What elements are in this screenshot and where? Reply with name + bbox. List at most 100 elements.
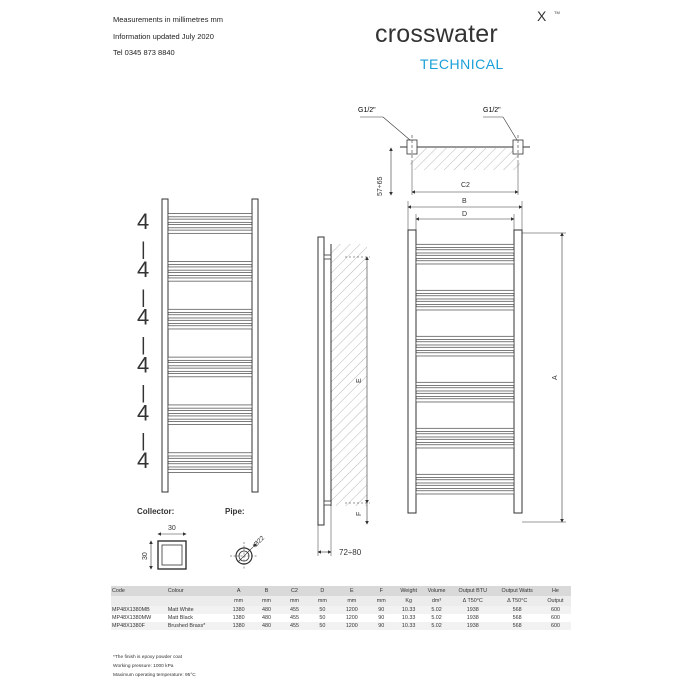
top-view xyxy=(360,116,530,196)
cell-weight: 10.33 xyxy=(401,615,416,621)
cell-e: 1200 xyxy=(336,606,368,614)
cell-a: 1380 xyxy=(224,606,253,614)
unit-cell: dm³ xyxy=(422,596,452,606)
header-d: D xyxy=(308,586,337,596)
unit-cell: mm xyxy=(280,596,309,606)
rail-group-count: 4 xyxy=(137,400,149,425)
specification-table: Code Colour A B C2 D E F Weight Volume O… xyxy=(111,586,571,630)
note-pressure: Working pressure: 1000 kPa xyxy=(113,664,174,669)
cell-f: 90 xyxy=(378,615,385,621)
cell-output-watts: 568 xyxy=(494,606,540,614)
rail-group-separator: | xyxy=(141,383,146,403)
cell-output-btu: 1938 xyxy=(451,622,495,630)
side-view xyxy=(317,236,370,556)
rail-bar xyxy=(167,373,253,378)
cell-code: MP48X1380F xyxy=(111,622,167,630)
label-b: B xyxy=(462,198,467,205)
info-telephone: Tel 0345 873 8840 xyxy=(113,48,175,57)
unit-cell: mm xyxy=(336,596,368,606)
rail-group-separator: | xyxy=(141,430,146,450)
rail-bar xyxy=(167,314,253,319)
table-units-row: mm mm mm mm mm mm Kg dm³ Δ T50°C Δ T50°C… xyxy=(111,596,571,606)
cell-c2: 455 xyxy=(280,622,309,630)
cell-e: 1200 xyxy=(336,622,368,630)
brand-trademark: TM xyxy=(554,10,560,15)
rail-group-labels: 4|4|4|4|4|4 xyxy=(137,209,149,473)
rail-bar xyxy=(167,362,253,367)
header-a: A xyxy=(224,586,253,596)
unit-cell: Kg xyxy=(395,596,423,606)
rail-bar xyxy=(415,490,515,495)
header-e: E xyxy=(336,586,368,596)
cell-colour: Matt White xyxy=(166,606,225,614)
unit-cell: mm xyxy=(224,596,253,606)
cell-weight: 10.33 xyxy=(395,622,423,630)
cell-f: 90 xyxy=(367,622,396,630)
rail-bar xyxy=(415,473,515,478)
rail-bar xyxy=(415,300,515,305)
rail-bar xyxy=(167,415,253,420)
rail-bar xyxy=(167,367,253,372)
pipe-section xyxy=(230,542,258,570)
rail-bar xyxy=(167,463,253,468)
cell-f: 90 xyxy=(367,606,396,614)
rail-group-count: 4 xyxy=(137,353,149,378)
front-view-rails xyxy=(167,213,253,473)
rail-group-count: 4 xyxy=(137,257,149,282)
rail-bar xyxy=(415,433,515,438)
label-wall-offset: 57÷65 xyxy=(377,176,384,196)
info-updated: Information updated July 2020 xyxy=(113,32,214,41)
rail-bar xyxy=(167,218,253,223)
cell-colour: Brushed Brass* xyxy=(166,622,225,630)
table-header-row: Code Colour A B C2 D E F Weight Volume O… xyxy=(111,586,571,596)
rail-bar xyxy=(167,229,253,234)
label-e: E xyxy=(356,378,363,383)
header-he: He xyxy=(539,586,571,596)
header-f: F xyxy=(367,586,396,596)
unit-cell: mm xyxy=(308,596,337,606)
rail-bar xyxy=(415,398,515,403)
cell-output-btu: 1938 xyxy=(466,615,479,621)
cell-d: 50 xyxy=(308,606,337,614)
rail-bar xyxy=(415,427,515,432)
unit-cell: mm xyxy=(367,596,396,606)
unit-cell: Output xyxy=(539,596,571,606)
cell-output-btu: 1938 xyxy=(451,606,495,614)
cell-colour: Matt Black xyxy=(167,615,193,621)
unit-cell: mm xyxy=(252,596,281,606)
label-c2: C2 xyxy=(461,182,470,189)
cell-output-watts: 568 xyxy=(494,622,540,630)
rail-bar xyxy=(167,356,253,361)
header-colour: Colour xyxy=(166,586,225,596)
unit-cell xyxy=(111,596,167,606)
rail-group-separator: | xyxy=(141,287,146,307)
rail-bar xyxy=(415,306,515,311)
table-row: MP48X1380F Brushed Brass* 1380 480 455 5… xyxy=(111,622,571,630)
cell-b: 480 xyxy=(252,606,281,614)
cell-volume: 5.02 xyxy=(422,622,452,630)
cell-volume: 5.02 xyxy=(422,606,452,614)
rail-bar xyxy=(167,308,253,313)
rail-bar xyxy=(415,289,515,294)
cell-d: 50 xyxy=(319,615,326,621)
brand-x-mark: X xyxy=(537,8,547,24)
cell-c2: 455 xyxy=(289,615,299,621)
rail-bar xyxy=(415,335,515,340)
label-f: F xyxy=(356,512,363,516)
rail-bar xyxy=(167,213,253,218)
label-g-left: G1/2" xyxy=(358,107,376,114)
rail-bar xyxy=(167,266,253,271)
collector-section xyxy=(149,532,187,570)
rail-bar xyxy=(167,468,253,473)
rail-bar xyxy=(167,421,253,425)
rail-bar xyxy=(415,438,515,443)
unit-cell xyxy=(166,596,225,606)
rail-bar xyxy=(167,277,253,282)
cell-a: 1380 xyxy=(224,622,253,630)
label-d: D xyxy=(462,211,467,218)
cell-volume: 5.02 xyxy=(431,615,442,621)
rail-group-separator: | xyxy=(141,335,146,355)
pipe-diameter-label: Ø22 xyxy=(252,535,266,549)
note-temperature: Maximum operating temperature: 95°C xyxy=(113,673,196,678)
